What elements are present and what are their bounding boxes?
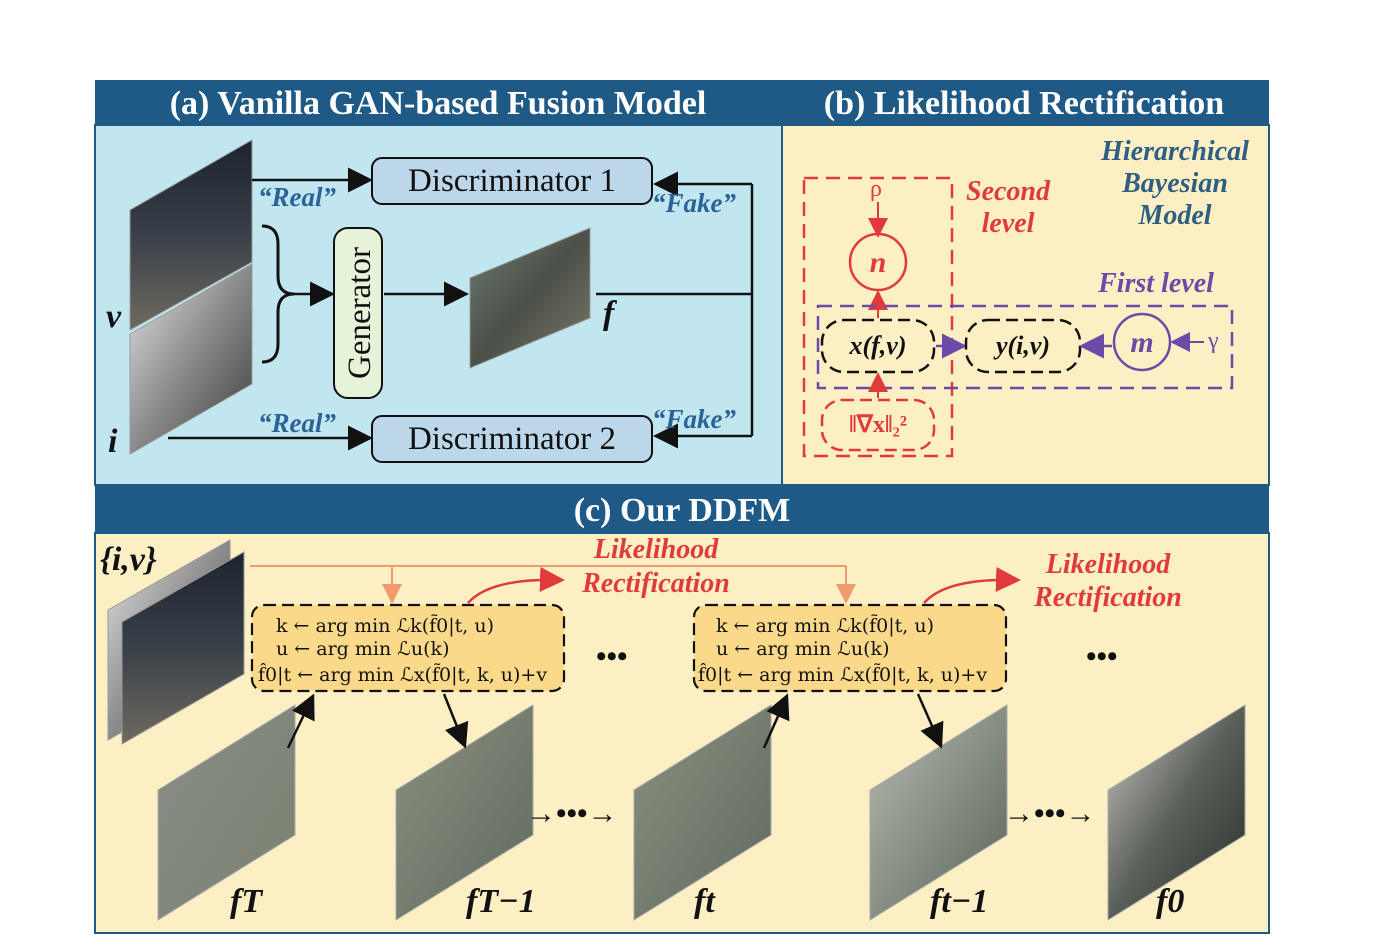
fake-label-top: “Fake” xyxy=(652,188,736,218)
lr1-line2: Rectification xyxy=(581,568,730,599)
panel-c-header: (c) Our DDFM xyxy=(574,492,791,529)
fake-label-bottom: “Fake” xyxy=(652,404,736,434)
node-m-label: m xyxy=(1130,326,1153,359)
hbm-line3: Model xyxy=(1137,200,1211,231)
lr2-line1: Likelihood xyxy=(1045,549,1171,580)
node-n-label: n xyxy=(870,246,887,279)
image-ft xyxy=(633,704,772,921)
panel-b: (b) Likelihood Rectification Hierarchica… xyxy=(781,80,1270,486)
generator-box xyxy=(333,227,383,399)
visible-image xyxy=(129,139,253,331)
equation-box-1 xyxy=(250,603,566,693)
eq1-line3: f̂0|t ← arg min ℒx(f̃0|t, k, u)+v xyxy=(258,663,547,686)
label-fT: fT xyxy=(230,883,263,920)
arrow-to-fT-1 xyxy=(442,693,469,749)
arrow-fT-up xyxy=(286,693,315,749)
eq2-line3: f̂0|t ← arg min ℒx(f̃0|t, k, u)+v xyxy=(698,663,987,686)
label-ft: ft xyxy=(694,883,716,920)
real-label-bottom: “Real” xyxy=(258,408,336,438)
eq2-line2: u ← arg min ℒu(k) xyxy=(716,638,889,660)
hbm-line1: Hierarchical xyxy=(1100,136,1249,167)
first-level-label: First level xyxy=(1097,268,1214,299)
eq2-line1: k ← arg min ℒk(f̃0|t, u) xyxy=(716,614,934,637)
image-ft-1 xyxy=(869,704,1008,921)
image-fT-1 xyxy=(395,704,534,921)
lr1-line1: Likelihood xyxy=(593,534,719,565)
lr-arrow-1 xyxy=(467,566,565,604)
lr2-line2: Rectification xyxy=(1033,582,1182,613)
first-level-box xyxy=(816,304,1234,390)
second-level-line2: level xyxy=(982,208,1035,239)
discriminator-1-label: Discriminator 1 xyxy=(408,163,616,199)
image-fT xyxy=(157,704,296,921)
arrow-ft-up xyxy=(762,693,790,749)
discriminator-2-label: Discriminator 2 xyxy=(408,421,616,457)
lr-arrow-2 xyxy=(923,566,1021,604)
node-y-label: y(i,v) xyxy=(993,331,1050,360)
panel-c-header-bar xyxy=(95,485,1269,533)
label-i: i xyxy=(108,423,118,460)
input-visible-image xyxy=(121,551,245,745)
arrow-dots-1: →•••→ xyxy=(526,797,618,830)
panel-c: (c) Our DDFM {i,v} k ← arg min ℒk(f̃0|t,… xyxy=(94,485,1270,934)
panel-a: (a) Vanilla GAN-based Fusion Model v i G… xyxy=(94,80,783,486)
label-f: f xyxy=(603,295,618,332)
eq1-line2: u ← arg min ℒu(k) xyxy=(276,638,449,660)
equation-box-2 xyxy=(692,603,1008,693)
eq1-line1: k ← arg min ℒk(f̃0|t, u) xyxy=(276,614,494,637)
node-x-label: x(f,v) xyxy=(848,331,906,360)
generator-label: Generator xyxy=(342,247,378,379)
second-level-line1: Second xyxy=(966,176,1051,207)
arrow-dots-2: →•••→ xyxy=(1004,797,1096,830)
dots-2: ••• xyxy=(1086,640,1118,673)
gamma-label: γ xyxy=(1207,328,1219,354)
fused-image xyxy=(469,227,591,369)
image-f0 xyxy=(1107,704,1246,921)
node-grad-label: ‖∇x‖₂² xyxy=(849,412,907,438)
label-f0: f0 xyxy=(1156,883,1184,920)
node-grad xyxy=(820,398,936,452)
dots-1: ••• xyxy=(596,640,628,673)
second-level-box xyxy=(802,176,954,458)
infrared-image xyxy=(129,263,253,455)
panel-b-header: (b) Likelihood Rectification xyxy=(824,85,1225,122)
real-label-top: “Real” xyxy=(258,182,336,212)
panel-a-header: (a) Vanilla GAN-based Fusion Model xyxy=(170,85,707,122)
label-v: v xyxy=(106,298,122,335)
input-label: {i,v} xyxy=(100,541,157,578)
hbm-line2: Bayesian xyxy=(1121,168,1228,199)
label-ft-1: ft−1 xyxy=(930,883,988,920)
rho-label: ρ xyxy=(870,176,882,202)
arrow-to-ft-1 xyxy=(916,693,944,749)
panel-a-header-bar xyxy=(95,80,782,125)
label-fT-1: fT−1 xyxy=(466,883,536,920)
panel-b-header-bar xyxy=(782,80,1269,125)
